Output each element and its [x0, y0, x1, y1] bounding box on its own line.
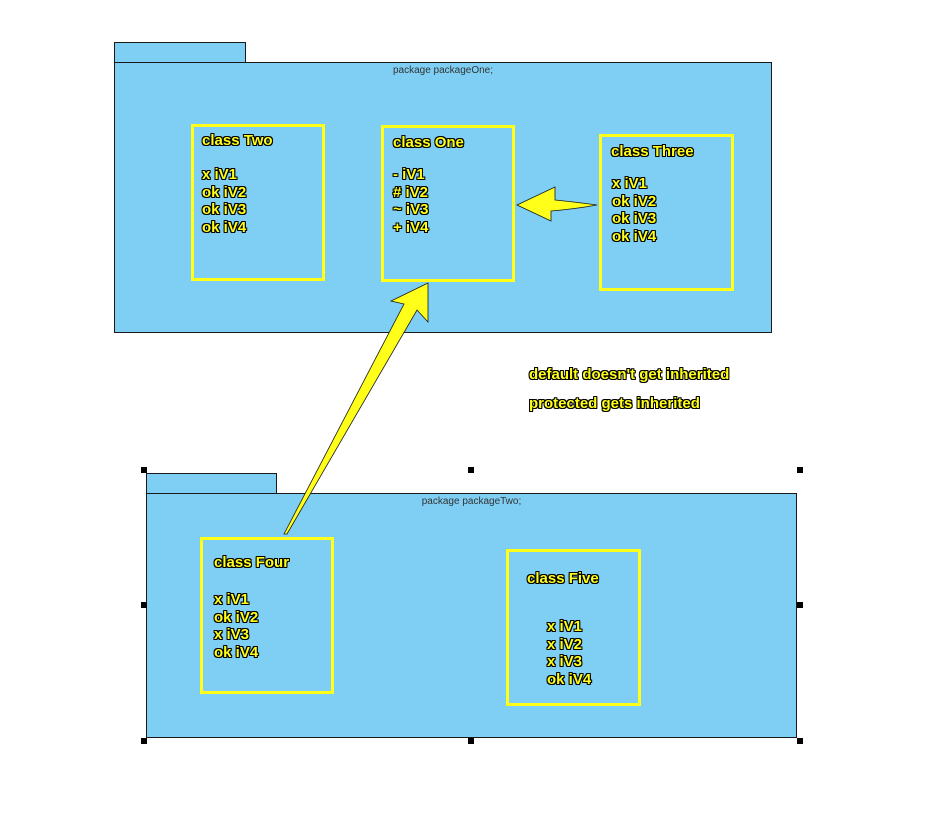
note-default: default doesn't get inherited — [529, 366, 730, 383]
selection-handle-bottom-middle[interactable] — [468, 738, 474, 744]
class-four-field-2: ok iV2 — [214, 608, 259, 626]
class-one-field-2: # iV2 — [393, 183, 429, 201]
class-four-field-1: x iV1 — [214, 591, 250, 608]
class-four-field-4: ok iV4 — [214, 643, 259, 661]
class-three-field-4: ok iV4 — [612, 227, 657, 245]
selection-handle-top-middle[interactable] — [468, 467, 474, 473]
class-one-field-1: - iV1 — [393, 166, 425, 183]
class-three-field-1: x iV1 — [612, 175, 648, 192]
selection-handle-top-right[interactable] — [797, 467, 803, 473]
class-three-box[interactable]: class Three x iV1 ok iV2 ok iV3 ok iV4 — [599, 134, 734, 291]
package-two-label: package packageTwo; — [421, 496, 522, 507]
class-two-field-1: x iV1 — [202, 166, 238, 183]
class-one-field-4: + iV4 — [393, 218, 429, 236]
class-one-field-3: ~ iV3 — [393, 201, 429, 218]
class-two-title: class Two — [202, 132, 273, 149]
package-one-label: package packageOne; — [392, 65, 494, 76]
class-five-title: class Five — [527, 570, 599, 587]
class-two-field-4: ok iV4 — [202, 218, 247, 236]
note-protected: protected gets inherited — [529, 395, 700, 412]
arrow-three-to-one[interactable] — [516, 186, 598, 222]
arrow-four-to-one[interactable] — [283, 282, 429, 535]
class-four-title: class Four — [214, 554, 290, 571]
class-two-fields: x iV1 ok iV2 ok iV3 ok iV4 — [202, 166, 246, 236]
class-three-fields: x iV1 ok iV2 ok iV3 ok iV4 — [612, 175, 656, 245]
class-two-field-3: ok iV3 — [202, 201, 247, 218]
selection-handle-middle-left[interactable] — [141, 602, 147, 608]
class-one-box[interactable]: class One - iV1 # iV2 ~ iV3 + iV4 — [381, 125, 515, 282]
class-five-field-3: x iV3 — [547, 653, 583, 670]
class-four-fields: x iV1 ok iV2 x iV3 ok iV4 — [214, 591, 258, 661]
class-five-field-4: ok iV4 — [547, 670, 592, 688]
class-five-field-1: x iV1 — [547, 618, 583, 635]
class-four-field-3: x iV3 — [214, 626, 250, 643]
selection-handle-bottom-right[interactable] — [797, 738, 803, 744]
selection-handle-middle-right[interactable] — [797, 602, 803, 608]
selection-handle-bottom-left[interactable] — [141, 738, 147, 744]
class-three-field-2: ok iV2 — [612, 192, 657, 210]
class-five-box[interactable]: class Five x iV1 x iV2 x iV3 ok iV4 — [506, 549, 641, 706]
package-two[interactable]: package packageTwo; — [146, 493, 797, 738]
class-three-title: class Three — [611, 143, 694, 160]
package-one[interactable]: package packageOne; — [114, 62, 772, 333]
selection-handle-top-left[interactable] — [141, 467, 147, 473]
class-one-title: class One — [393, 134, 464, 151]
class-four-box[interactable]: class Four x iV1 ok iV2 x iV3 ok iV4 — [200, 537, 334, 694]
class-five-field-2: x iV2 — [547, 635, 583, 653]
class-three-field-3: ok iV3 — [612, 210, 657, 227]
class-one-fields: - iV1 # iV2 ~ iV3 + iV4 — [393, 166, 428, 236]
class-two-field-2: ok iV2 — [202, 183, 247, 201]
class-two-box[interactable]: class Two x iV1 ok iV2 ok iV3 ok iV4 — [191, 124, 325, 281]
class-five-fields: x iV1 x iV2 x iV3 ok iV4 — [547, 618, 591, 688]
